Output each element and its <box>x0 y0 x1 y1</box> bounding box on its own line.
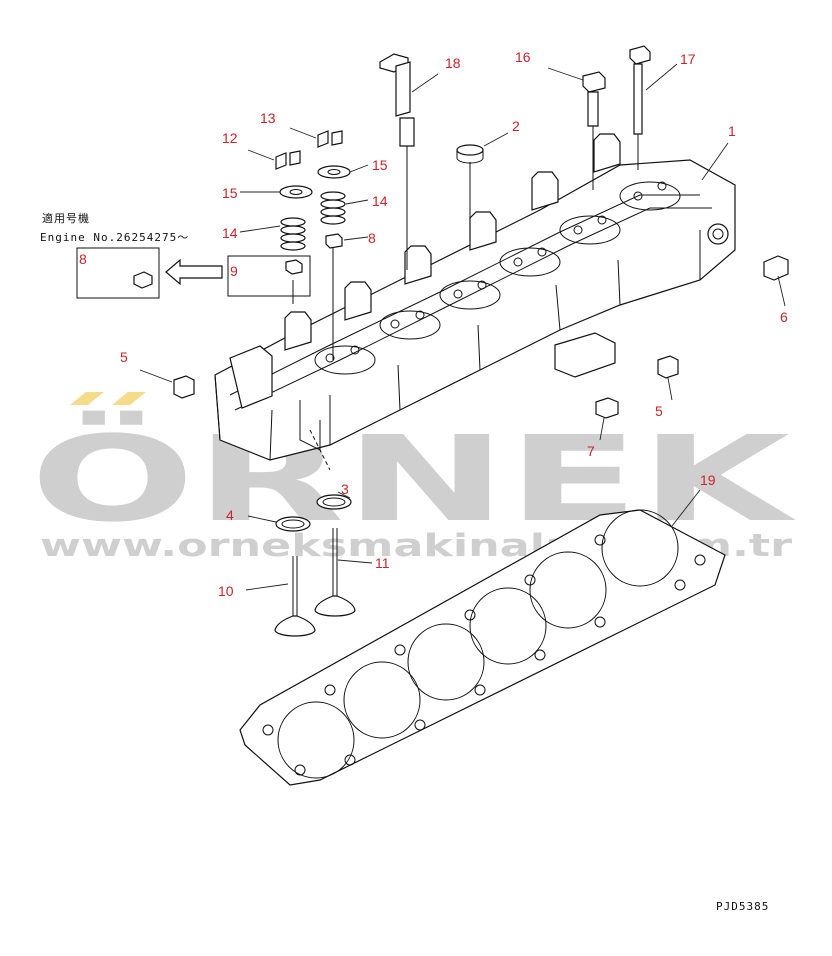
callout-14b: 14 <box>372 193 388 209</box>
inset-box-8 <box>76 247 160 299</box>
tube-18 <box>379 53 415 270</box>
applicability-note: 適用号機 Engine No.26254275～ <box>40 211 189 244</box>
callouts: 1 2 3 4 5 5 6 7 8 8 9 10 11 12 13 14 14 … <box>79 49 788 599</box>
plug-6 <box>763 255 789 281</box>
callout-13: 13 <box>260 110 276 126</box>
cylinder-head <box>214 133 736 461</box>
drawing-code: PJD5385 <box>716 900 769 913</box>
callout-19: 19 <box>700 472 716 488</box>
callout-4: 4 <box>226 507 234 523</box>
plug-7 <box>595 397 619 419</box>
callout-15b: 15 <box>372 157 388 173</box>
valve-seat-3 <box>316 494 352 510</box>
valve-12 <box>314 528 356 617</box>
bolt-17 <box>629 45 651 170</box>
plug-5b <box>657 355 679 379</box>
valve-seat-4 <box>275 516 311 532</box>
leader-lines <box>139 63 786 591</box>
callout-10: 10 <box>218 583 234 599</box>
inset-arrow <box>165 258 223 286</box>
callout-16: 16 <box>515 49 531 65</box>
callout-1: 1 <box>728 123 736 139</box>
callout-5b: 5 <box>655 403 663 419</box>
callout-9: 9 <box>230 263 238 279</box>
callout-8b: 8 <box>368 230 376 246</box>
callout-18: 18 <box>445 55 461 71</box>
callout-7: 7 <box>587 443 595 459</box>
callout-5a: 5 <box>120 349 128 365</box>
applicability-jp-label: 適用号機 <box>42 211 90 225</box>
callout-14a: 14 <box>222 225 238 241</box>
applicability-engine-no: Engine No.26254275～ <box>40 231 189 244</box>
callout-3: 3 <box>341 481 349 497</box>
callout-15a: 15 <box>222 185 238 201</box>
callout-11: 12 <box>222 130 238 146</box>
callout-17: 17 <box>680 51 696 67</box>
head-gasket-19 <box>239 509 726 786</box>
spring-14b <box>320 191 346 225</box>
callout-6: 6 <box>780 309 788 325</box>
watermark: ÖRNEK www.orneksmakinalari.com.tr <box>30 392 797 564</box>
inset-box-9 <box>227 255 311 297</box>
collets-11-13 <box>275 130 343 170</box>
callout-2: 2 <box>512 118 520 134</box>
seal-8 <box>325 233 343 360</box>
plug-2 <box>456 144 484 235</box>
retainer-15a <box>279 185 313 199</box>
valve-10 <box>274 556 316 637</box>
bolt-16 <box>582 71 606 190</box>
callout-8a: 8 <box>79 251 87 267</box>
retainer-15b <box>317 165 351 179</box>
plug-5a <box>173 375 195 399</box>
callout-12: 11 <box>375 555 390 571</box>
spring-14a <box>280 217 306 251</box>
